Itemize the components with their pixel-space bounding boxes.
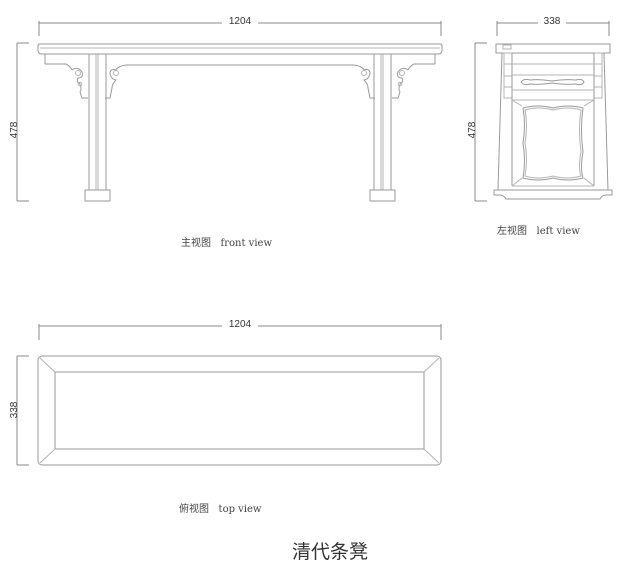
left-view-caption-en: left view (536, 226, 580, 237)
left-width-label: 338 (544, 16, 561, 27)
front-width-label: 1204 (229, 16, 252, 27)
front-width-dimension: 1204 (38, 14, 442, 36)
top-width-label: 1204 (229, 319, 252, 330)
left-height-label: 478 (467, 121, 478, 138)
top-view-caption-cn: 俯视图 (179, 504, 209, 515)
front-view: 1204 478 (9, 14, 443, 202)
top-view-caption-en: top view (218, 504, 262, 515)
front-view-caption: 主视图 front view (181, 234, 272, 249)
left-view-caption: 左视图 left view (497, 222, 580, 237)
left-width-dimension: 338 (496, 14, 610, 36)
top-view-caption: 俯视图 top view (179, 500, 262, 515)
left-view: 338 478 (467, 14, 613, 202)
left-view-caption-cn: 左视图 (497, 226, 527, 237)
top-height-label: 338 (9, 401, 20, 418)
top-height-dimension: 338 (9, 355, 29, 466)
front-left-leg (84, 54, 111, 202)
top-view: 1204 338 (9, 317, 442, 466)
front-view-caption-en: front view (220, 238, 273, 249)
front-height-label: 478 (9, 121, 20, 138)
front-view-caption-cn: 主视图 (181, 238, 211, 249)
drawing-title: 清代条凳 (292, 541, 369, 563)
left-height-dimension: 478 (467, 42, 487, 202)
front-right-leg (369, 54, 396, 202)
top-width-dimension: 1204 (38, 317, 442, 340)
front-height-dimension: 478 (9, 42, 29, 202)
